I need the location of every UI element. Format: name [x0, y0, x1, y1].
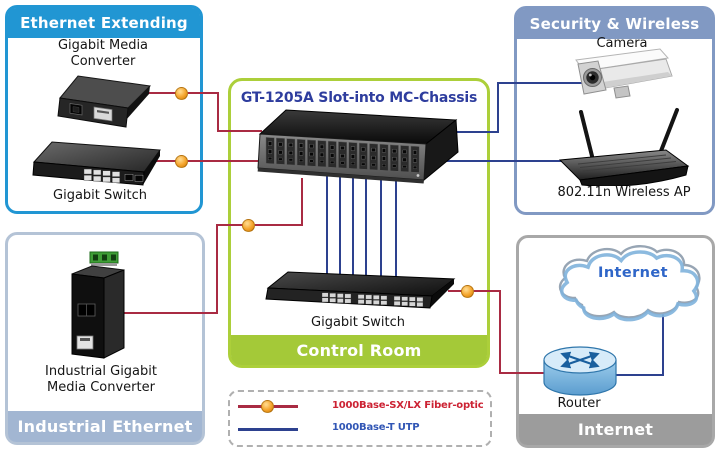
fiber-connector-dot	[460, 284, 474, 298]
legend-fiber-connector-dot	[261, 399, 274, 413]
fiber-connector-dot	[174, 154, 188, 168]
media-converter-label-line2: Converter	[70, 53, 136, 69]
panel-control-room-footer: Control Room	[231, 335, 487, 365]
legend-box: 1000Base-SX/LX Fiber-optic 1000Base-T UT…	[228, 390, 492, 447]
router-label: Router	[557, 396, 601, 411]
chassis-title: GT-1205A Slot-into MC-Chassis	[240, 90, 478, 106]
industrial-converter-label: Industrial Gigabit Media Converter	[45, 364, 157, 396]
wireless-ap-label: 802.11n Wireless AP	[557, 185, 691, 200]
panel-industrial-ethernet-footer: Industrial Ethernet	[8, 411, 202, 442]
industrial-converter-label-line1: Industrial Gigabit	[45, 364, 157, 379]
panel-ethernet-extending-header: Ethernet Extending	[8, 8, 200, 38]
camera-label: Camera	[596, 36, 648, 51]
fiber-connector-dot	[241, 218, 255, 232]
internet-cloud-label: Internet	[598, 265, 668, 281]
panel-ethernet-extending-title: Ethernet Extending	[20, 14, 188, 32]
panel-industrial-ethernet-title: Industrial Ethernet	[17, 417, 193, 436]
panel-security-wireless-header: Security & Wireless	[517, 9, 712, 39]
panel-internet-footer: Internet	[519, 414, 712, 445]
fiber-connector-dot	[174, 86, 188, 100]
panel-internet-title: Internet	[577, 420, 654, 439]
legend-utp-label: 1000Base-T UTP	[332, 422, 420, 433]
legend-fiber-label: 1000Base-SX/LX Fiber-optic	[332, 400, 484, 411]
switch-center-label: Gigabit Switch	[311, 315, 405, 330]
switch-left-label: Gigabit Switch	[53, 188, 147, 203]
media-converter-label-line1: Gigabit Media	[57, 38, 149, 53]
panel-control-room-title: Control Room	[296, 340, 422, 360]
panel-ethernet-extending: Ethernet Extending	[5, 5, 203, 214]
panel-security-wireless-title: Security & Wireless	[529, 15, 700, 33]
media-converter-label: Gigabit Media Converter	[58, 38, 148, 70]
industrial-converter-label-line2: Media Converter	[47, 379, 155, 395]
panel-industrial-ethernet: Industrial Ethernet	[5, 232, 205, 445]
legend-utp-line-sample	[238, 428, 298, 431]
